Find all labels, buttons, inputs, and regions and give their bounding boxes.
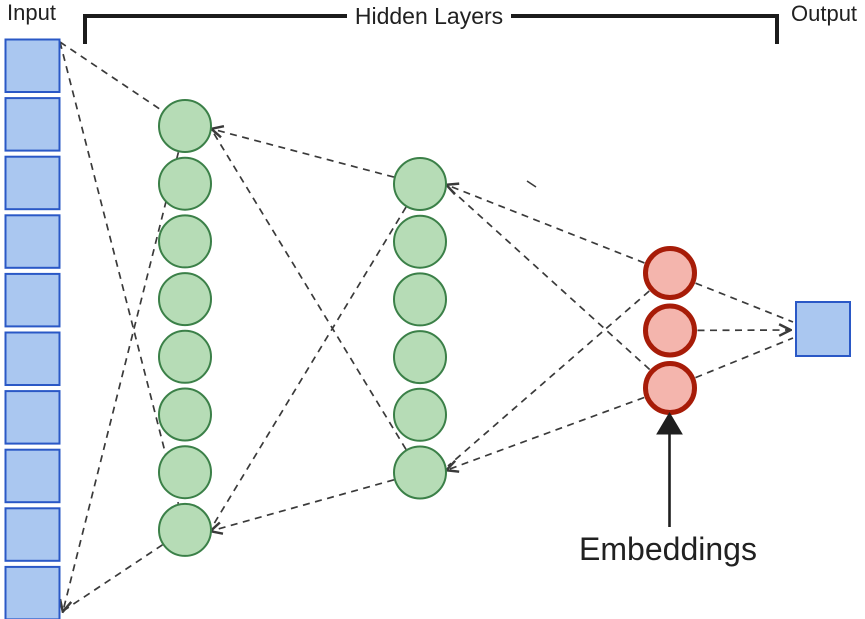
hidden-layers-label: Hidden Layers: [355, 3, 503, 29]
connection-edge: [695, 282, 794, 323]
connection-edge: [212, 131, 407, 450]
input-node: [4, 331, 61, 386]
up-arrowhead-icon: [656, 412, 683, 435]
embeddings-node: [643, 303, 697, 358]
hidden-1-node: [158, 502, 212, 557]
hidden-2-node: [393, 272, 447, 327]
input-node: [4, 448, 61, 504]
input-label: Input: [7, 0, 56, 25]
connection-edge: [695, 337, 794, 379]
input-node: [4, 155, 61, 211]
output-node: [795, 301, 851, 357]
connection-edge: [447, 185, 645, 264]
hidden-1-node: [158, 99, 212, 153]
input-node: [4, 507, 61, 562]
embeddings-node: [643, 361, 697, 415]
input-node: [4, 390, 61, 445]
stray-dash: [526, 180, 537, 188]
input-node: [4, 272, 61, 328]
input-node: [4, 565, 61, 619]
input-node: [4, 214, 61, 269]
connection-edge: [211, 206, 407, 528]
hidden-1-node: [158, 445, 212, 500]
input-node: [4, 38, 61, 93]
hidden-2-node: [393, 214, 447, 269]
nodes-group: [4, 38, 851, 619]
connection-edge: [211, 478, 395, 531]
connection-edge: [59, 41, 180, 504]
hidden-2-node: [393, 445, 447, 500]
hidden-layers-label-backdrop: [347, 2, 511, 28]
hidden-1-node: [158, 387, 212, 442]
input-node: [4, 97, 61, 152]
output-label: Output: [791, 1, 857, 26]
connections-group: [59, 41, 794, 611]
connection-edge: [447, 186, 651, 371]
hidden-1-node: [158, 214, 212, 269]
hidden-2-node: [393, 330, 447, 385]
hidden-2-node: [393, 387, 447, 442]
hidden-1-node: [158, 272, 212, 327]
hidden-1-node: [158, 329, 212, 384]
hidden-1-node: [158, 156, 212, 211]
connection-edge: [447, 290, 650, 467]
embeddings-node: [643, 246, 697, 300]
embeddings-annotation-arrow: [656, 412, 683, 527]
connection-edge: [63, 151, 180, 611]
connection-edge: [212, 129, 395, 178]
connection-edge: [447, 396, 645, 470]
embeddings-label: Embeddings: [579, 531, 757, 567]
hidden-2-node: [393, 157, 447, 211]
connection-edge: [59, 41, 164, 112]
